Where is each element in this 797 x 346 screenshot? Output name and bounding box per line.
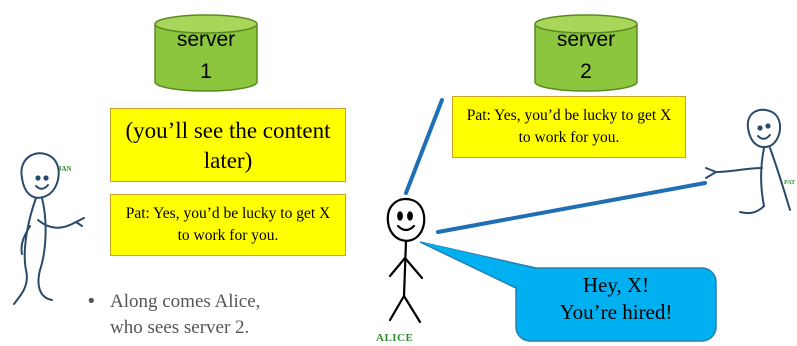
speech-bubble <box>419 241 717 342</box>
alice-figure <box>386 197 426 324</box>
speech-bubble-line1: Hey, X! <box>582 273 650 297</box>
server-1-number: 1 <box>200 60 212 83</box>
speech-bubble-text: Hey, X! You’re hired! <box>518 272 714 326</box>
connector-to-pat <box>436 181 707 234</box>
server-2-label: server <box>556 28 616 51</box>
pat-figure <box>705 108 791 215</box>
jan-label: JAN <box>58 165 72 173</box>
bullet-line2: who sees server 2. <box>110 317 250 338</box>
connector-to-server2 <box>404 98 444 195</box>
server-2: server 2 <box>535 28 637 88</box>
server2-message-text: Pat: Yes, you’d be lucky to get X to wor… <box>466 107 672 146</box>
jan-figure <box>13 152 85 305</box>
bullet-line1: Along comes Alice, <box>110 291 261 312</box>
server-1-label: server <box>176 28 236 51</box>
placeholder-note-text: (you’ll see the content later) <box>125 118 331 173</box>
server-1: server 1 <box>155 28 257 88</box>
server1-message-text: Pat: Yes, you’d be lucky to get X to wor… <box>125 205 331 244</box>
server-2-cylinder <box>534 14 638 92</box>
connector-lines <box>404 98 707 234</box>
alice-label: ALICE <box>376 332 414 344</box>
server2-message-note: Pat: Yes, you’d be lucky to get X to wor… <box>452 96 686 158</box>
placeholder-note: (you’ll see the content later) <box>110 108 346 182</box>
server1-message-note: Pat: Yes, you’d be lucky to get X to wor… <box>110 194 346 256</box>
bullet-marker: • <box>88 291 95 312</box>
server-1-cylinder <box>154 14 258 92</box>
bullet-text: Along comes Alice, who sees server 2. <box>110 289 350 341</box>
server-2-number: 2 <box>580 60 592 83</box>
pat-label: PAT <box>784 180 796 186</box>
speech-bubble-line2: You’re hired! <box>559 300 673 324</box>
